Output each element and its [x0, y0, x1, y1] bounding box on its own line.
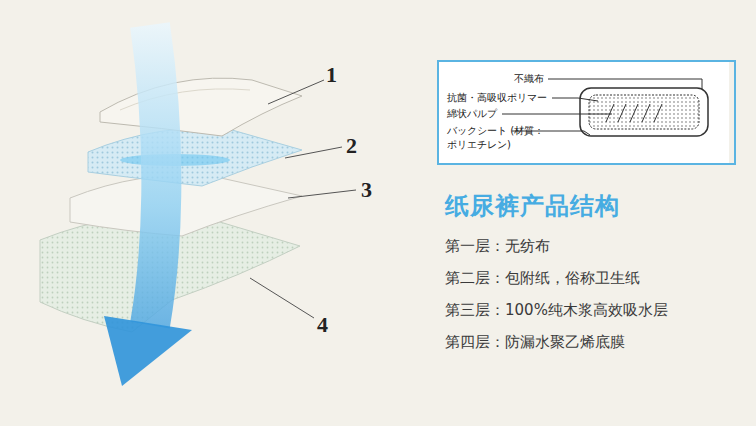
- layer-description: 第四层：防漏水聚乙烯底膜: [445, 333, 625, 352]
- leader-line: [552, 98, 598, 101]
- cross-section-polymer: [589, 95, 699, 129]
- part-label: 綿状パルプ: [447, 108, 497, 120]
- callout-number: 2: [346, 133, 357, 159]
- part-label: 抗菌・高吸収ポリマー: [447, 92, 547, 104]
- cross-section-outer: [580, 88, 708, 136]
- callout-number: 3: [361, 177, 372, 203]
- part-label: 不織布: [514, 73, 544, 85]
- leader-line: [288, 190, 356, 198]
- panel-ground: [438, 61, 729, 164]
- layer-description: 第三层：100%纯木浆高效吸水层: [445, 301, 668, 320]
- heading: 纸尿裤产品结构: [445, 190, 620, 222]
- tissue-layer: [88, 128, 302, 186]
- part-label: バックシート (材質：ポリエチレン): [447, 124, 551, 152]
- leader-line: [268, 80, 324, 104]
- leader-line: [548, 79, 702, 89]
- nonwoven-layer: [100, 78, 302, 136]
- pulp-hatching: [606, 104, 662, 122]
- leader-line: [250, 278, 314, 318]
- flow-arrowhead: [104, 316, 192, 386]
- callout-number: 4: [317, 312, 328, 338]
- flow-arrow: [150, 25, 161, 325]
- structure-panel: 不織布抗菌・高吸収ポリマー綿状パルプバックシート (材質：ポリエチレン): [437, 60, 736, 165]
- leader-line: [285, 147, 342, 158]
- leader-line: [502, 114, 612, 115]
- layer-description: 第一层：无纺布: [445, 237, 550, 256]
- layer-description: 第二层：包附纸，俗称卫生纸: [445, 269, 640, 288]
- callout-number: 1: [326, 62, 337, 88]
